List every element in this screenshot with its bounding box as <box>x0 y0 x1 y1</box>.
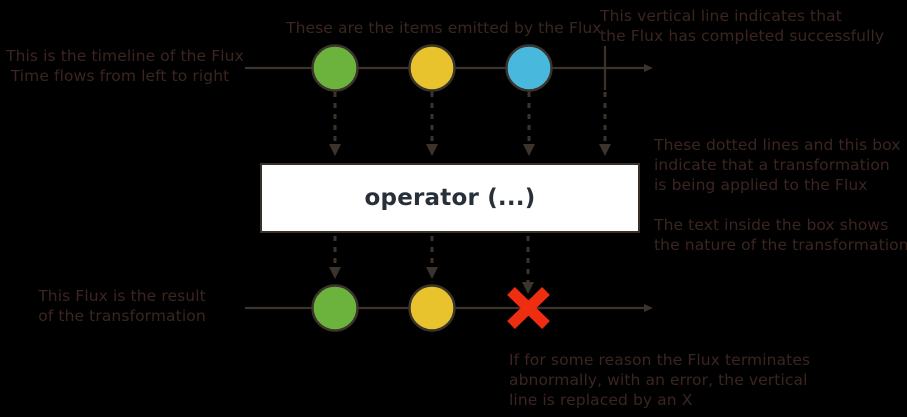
annotation-completion: This vertical line indicates that the Fl… <box>600 7 885 45</box>
annotation-error: If for some reason the Flux terminates a… <box>509 351 811 409</box>
source-marble-green[interactable] <box>311 44 359 92</box>
annotation-result: This Flux is the result of the transform… <box>38 287 206 325</box>
source-marble-blue[interactable] <box>505 44 553 92</box>
connectors-into-operator <box>329 92 611 156</box>
operator-box-label: operator (...) <box>364 185 536 211</box>
annotation-box-text: The text inside the box shows the nature… <box>654 216 907 254</box>
annotation-items: These are the items emitted by the Flux <box>286 19 602 37</box>
source-timeline-group <box>245 44 653 92</box>
annotation-timeline: This is the timeline of the Flux Time fl… <box>6 47 244 85</box>
source-marble-yellow[interactable] <box>408 44 456 92</box>
result-marble-yellow[interactable] <box>408 284 456 332</box>
connectors-out-of-operator <box>329 236 534 294</box>
result-timeline-group <box>245 284 653 332</box>
result-marble-green[interactable] <box>311 284 359 332</box>
annotation-transformation: These dotted lines and this box indicate… <box>654 136 901 194</box>
operator-box[interactable]: operator (...) <box>260 163 640 233</box>
error-x-icon[interactable] <box>507 287 550 329</box>
